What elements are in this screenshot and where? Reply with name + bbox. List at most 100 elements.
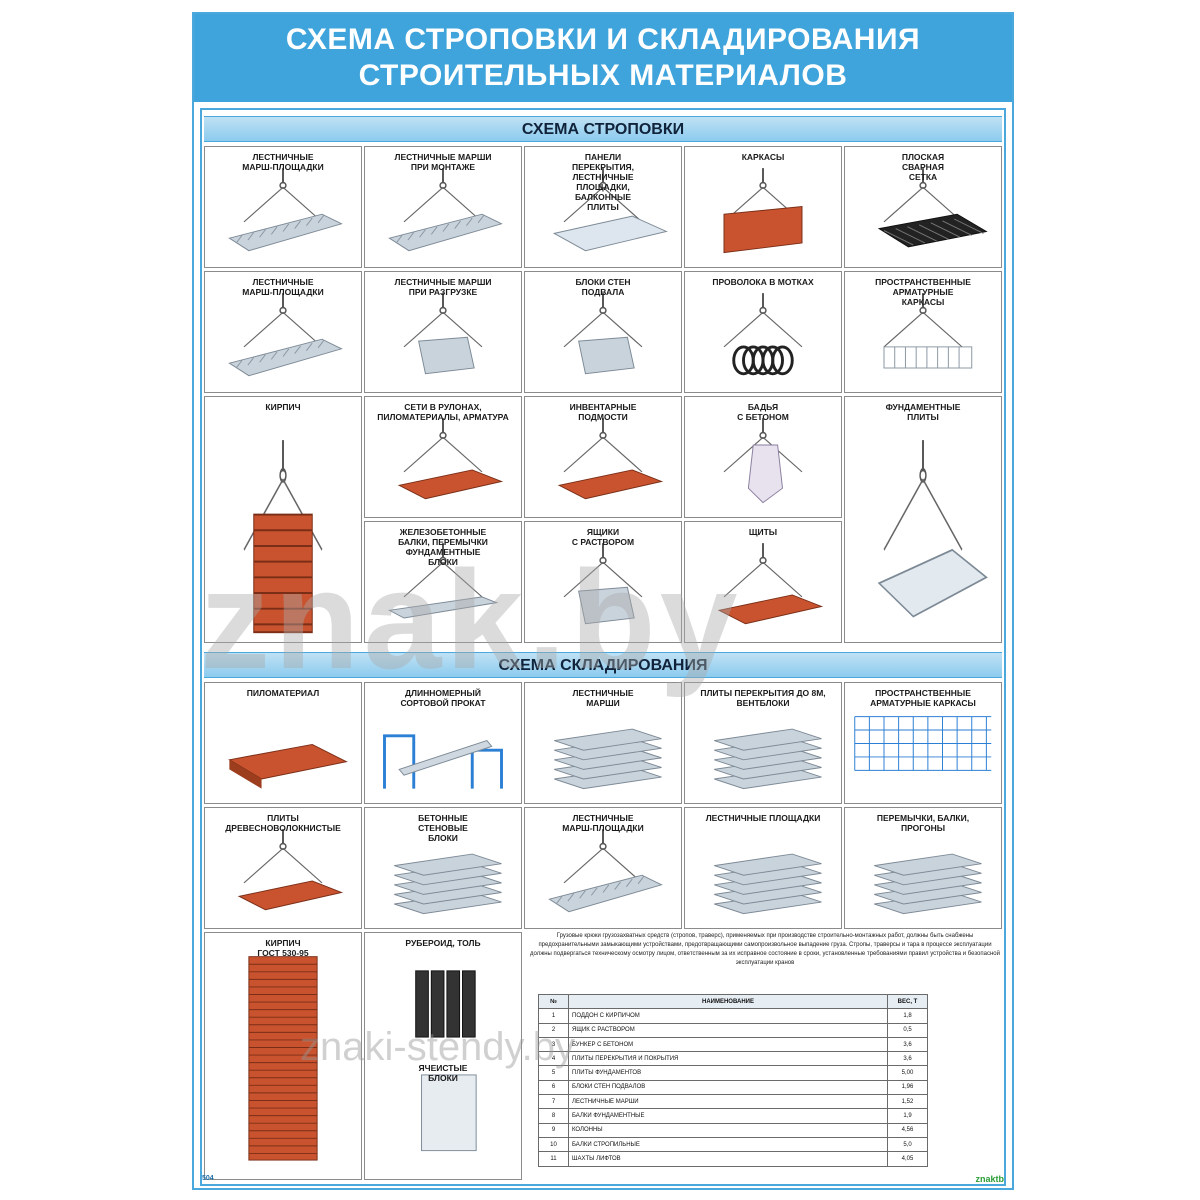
table-cell: ПЛИТЫ ПЕРЕКРЫТИЯ И ПОКРЫТИЯ (568, 1051, 888, 1067)
storage-cell: ПРОСТРАНСТВЕННЫЕ АРМАТУРНЫЕ КАРКАСЫ (844, 682, 1002, 804)
sling-cell: ЛЕСТНИЧНЫЕ МАРШ-ПЛОЩАДКИ (204, 271, 362, 393)
table-cell: БАЛКИ СТРОПИЛЬНЫЕ (568, 1136, 888, 1153)
sling-cell-label: БАДЬЯ С БЕТОНОМ (737, 402, 789, 422)
poster-inner: СХЕМА СТРОПОВКИ ЛЕСТНИЧНЫЕ МАРШ-ПЛОЩАДКИ… (200, 108, 1006, 1186)
sling-grid: ЛЕСТНИЧНЫЕ МАРШ-ПЛОЩАДКИ ЛЕСТНИЧНЫЕ МАРШИ… (204, 146, 1002, 648)
sling-cell: ЛЕСТНИЧНЫЕ МАРШИ ПРИ МОНТАЖЕ (364, 146, 522, 268)
sling-cell: ЩИТЫ (684, 521, 842, 643)
table-cell: ЛЕСТНИЧНЫЕ МАРШИ (568, 1094, 888, 1110)
illustration (552, 168, 668, 252)
cellular-blocks-label: ЯЧЕИСТЫЕ БЛОКИ (418, 1063, 468, 1083)
storage-cell-label: ЛЕСТНИЧНЫЕ МАРШИ (572, 688, 634, 708)
illustration (388, 168, 503, 252)
table-cell: 0,5 (887, 1022, 928, 1038)
storage-cell-label: КИРПИЧ ГОСТ 530-95 (257, 938, 309, 958)
sling-cell: ПЛОСКАЯ СВАРНАЯ СЕТКА (844, 146, 1002, 268)
sling-cell-label: ИНВЕНТАРНЫЕ ПОДМОСТИ (569, 402, 637, 422)
table-cell: 10 (538, 1136, 569, 1153)
storage-cell-label: ДЛИННОМЕРНЫЙ СОРТОВОЙ ПРОКАТ (400, 688, 486, 708)
table-cell: ПОДДОН С КИРПИЧОМ (568, 1008, 888, 1024)
sling-cell-label: ЩИТЫ (748, 527, 778, 537)
illustration (387, 543, 499, 619)
sling-cell-label: ПЛОСКАЯ СВАРНАЯ СЕТКА (901, 152, 945, 182)
illustration (723, 418, 803, 504)
sling-cell-label: ФУНДАМЕНТНЫЕ ПЛИТЫ (885, 402, 961, 422)
table-cell: КОЛОННЫ (568, 1122, 888, 1138)
illustration (394, 853, 502, 915)
table-cell: 9 (538, 1122, 569, 1138)
table-cell: БУНКЕР С БЕТОНОМ (568, 1036, 888, 1053)
sling-cell-label: ЯЩИКИ С РАСТВОРОМ (571, 527, 635, 547)
table-cell: 5 (538, 1065, 569, 1081)
sling-cell: ИНВЕНТАРНЫЕ ПОДМОСТИ (524, 396, 682, 518)
table-cell: ЯЩИК С РАСТВОРОМ (568, 1022, 888, 1038)
illustration (554, 728, 662, 790)
illustration (717, 543, 824, 625)
table-cell: 5,00 (887, 1065, 928, 1081)
illustration (237, 829, 344, 911)
sling-cell: БЛОКИ СТЕН ПОДВАЛА (524, 271, 682, 393)
sling-cell-label: ЛЕСТНИЧНЫЕ МАРШИ ПРИ РАЗГРУЗКЕ (394, 277, 492, 297)
table-cell: 4 (538, 1051, 569, 1067)
table-cell: 1,9 (887, 1108, 928, 1124)
sling-cell-label: ЖЕЛЕЗОБЕТОННЫЕ БАЛКИ, ПЕРЕМЫЧКИ ФУНДАМЕН… (398, 527, 488, 567)
sling-cell: ПРОВОЛОКА В МОТКАХ (684, 271, 842, 393)
poster: СХЕМА СТРОПОВКИ И СКЛАДИРОВАНИЯ СТРОИТЕЛ… (192, 12, 1014, 1190)
illustration (248, 956, 318, 1161)
illustration (403, 293, 483, 375)
storage-cell-label: ПРОСТРАНСТВЕННЫЕ АРМАТУРНЫЕ КАРКАСЫ (870, 688, 976, 708)
brand-logo: znaktb (975, 1174, 1004, 1184)
illustration (228, 293, 343, 377)
table-cell: 3,6 (887, 1036, 928, 1053)
storage-cell: ПЛИТЫ ДРЕВЕСНОВОЛОКНИСТЫЕ (204, 807, 362, 929)
illustration (723, 293, 803, 376)
illustration (243, 440, 323, 634)
sling-cell: ЛЕСТНИЧНЫЕ МАРШИ ПРИ РАЗГРУЗКЕ (364, 271, 522, 393)
table-cell: 1 (538, 1008, 569, 1024)
sling-cell: БАДЬЯ С БЕТОНОМ (684, 396, 842, 518)
table-header: НАИМЕНОВАНИЕ (568, 993, 888, 1010)
table-cell: БАЛКИ ФУНДАМЕНТНЫЕ (568, 1108, 888, 1124)
illustration (854, 716, 992, 771)
illustration (548, 829, 663, 913)
table-cell: 11 (538, 1151, 569, 1167)
sling-cell-label: КАРКАСЫ (741, 152, 785, 162)
storage-cell-label: ПЛИТЫ ПЕРЕКРЫТИЯ ДО 8М, ВЕНТБЛОКИ (700, 688, 826, 708)
table-cell: 8 (538, 1108, 569, 1124)
storage-cell-label: ЛЕСТНИЧНЫЕ МАРШ-ПЛОЩАДКИ (562, 813, 644, 833)
illustration (228, 743, 348, 789)
sling-cell-label: СЕТИ В РУЛОНАХ, ПИЛОМАТЕРИАЛЫ, АРМАТУРА (377, 402, 509, 422)
sling-cell: ФУНДАМЕНТНЫЕ ПЛИТЫ (844, 396, 1002, 643)
table-cell: 6 (538, 1079, 569, 1096)
table-header: № (538, 993, 569, 1010)
illustration (563, 543, 643, 625)
table-cell: БЛОКИ СТЕН ПОДВАЛОВ (568, 1079, 888, 1096)
illustration (557, 418, 664, 500)
sling-cell: ПАНЕЛИ ПЕРЕКРЫТИЯ, ЛЕСТНИЧНЫЕ ПЛОЩАДКИ, … (524, 146, 682, 268)
storage-section-heading: СХЕМА СКЛАДИРОВАНИЯ (204, 652, 1002, 678)
storage-cell: ЛЕСТНИЧНЫЕ МАРШ-ПЛОЩАДКИ (524, 807, 682, 929)
table-cell: 3,6 (887, 1051, 928, 1067)
title-line-1: СХЕМА СТРОПОВКИ И СКЛАДИРОВАНИЯ (285, 23, 921, 56)
sling-cell: КИРПИЧ (204, 396, 362, 643)
info-block: Грузовые крюки грузозахватных средств (с… (528, 932, 1002, 1180)
storage-cell-label: ЛЕСТНИЧНЫЕ ПЛОЩАДКИ (705, 813, 821, 823)
sling-cell-label: ЛЕСТНИЧНЫЕ МАРШ-ПЛОЩАДКИ (242, 277, 324, 297)
sling-cell: ПРОСТРАНСТВЕННЫЕ АРМАТУРНЫЕ КАРКАСЫ (844, 271, 1002, 393)
storage-cell: ПЕРЕМЫЧКИ, БАЛКИ, ПРОГОНЫ (844, 807, 1002, 929)
illustration (723, 168, 803, 254)
illustration (874, 853, 982, 915)
